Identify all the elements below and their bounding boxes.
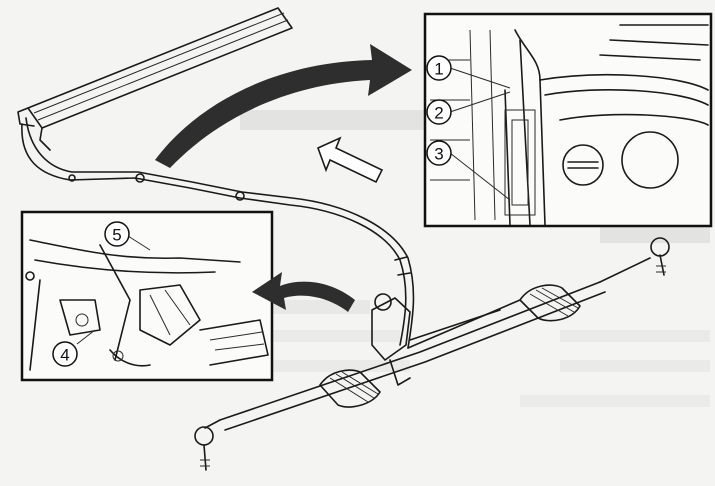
callout-2: 2 bbox=[426, 91, 511, 125]
detail-box-top-right bbox=[423, 12, 713, 228]
callout-label: 2 bbox=[434, 104, 443, 123]
callout-label: 1 bbox=[434, 60, 443, 79]
hollow-arrow-icon bbox=[316, 136, 384, 184]
callout-4: 4 bbox=[52, 329, 96, 367]
callout-label: 3 bbox=[434, 145, 443, 164]
callout-3: 3 bbox=[426, 140, 511, 201]
curved-arrow-icon bbox=[155, 44, 412, 168]
callout-label: 5 bbox=[112, 226, 121, 245]
hydraulic-pipes bbox=[21, 117, 415, 349]
callout-1: 1 bbox=[426, 55, 511, 89]
callout-label: 4 bbox=[60, 346, 69, 365]
curved-arrow-icon bbox=[252, 272, 355, 312]
callout-5: 5 bbox=[104, 221, 151, 251]
steering-rack bbox=[194, 237, 670, 471]
